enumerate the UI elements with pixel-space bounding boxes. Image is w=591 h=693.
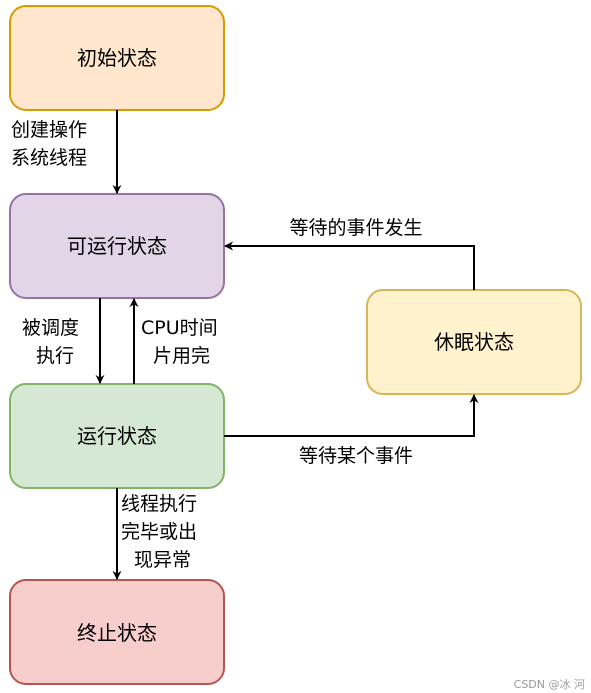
- node-terminated-box: [9, 579, 225, 685]
- watermark: CSDN @冰 河: [514, 678, 585, 691]
- edge-scheduled-line-2: 执行: [36, 345, 74, 367]
- node-running-label: 运行状态: [77, 424, 157, 448]
- node-running: 运行状态: [9, 383, 225, 489]
- edge-finish-line-1: 线程执行: [121, 493, 197, 515]
- edge-wait-event-label: 等待某个事件: [299, 445, 413, 467]
- node-sleeping-label: 休眠状态: [434, 330, 514, 354]
- node-initial-label: 初始状态: [77, 46, 157, 70]
- node-initial: 初始状态: [9, 5, 225, 111]
- edge-create-line-1: 创建操作: [11, 119, 87, 141]
- edge-wait-event: [224, 394, 479, 437]
- edge-cpu-timeout-line-2: 片用完: [153, 345, 210, 367]
- node-runnable-label: 可运行状态: [67, 234, 167, 258]
- edge-cpu-timeout-line-1: CPU时间: [141, 317, 218, 339]
- edge-cpu-timeout-label: CPU时间 片用完: [141, 317, 224, 367]
- node-sleeping: 休眠状态: [366, 289, 582, 395]
- edge-scheduled-label: 被调度 执行: [22, 317, 85, 367]
- edge-finish-line-2: 完毕或出: [121, 521, 197, 543]
- edge-create-line-2: 系统线程: [11, 147, 87, 169]
- edge-finish-label: 线程执行 完毕或出 现异常: [121, 493, 203, 571]
- edge-scheduled-line-1: 被调度: [22, 317, 79, 339]
- edge-event-occurs: [224, 241, 475, 290]
- node-terminated-label: 终止状态: [77, 621, 157, 645]
- edge-event-occurs-label: 等待的事件发生: [289, 217, 422, 239]
- node-runnable: 可运行状态: [9, 193, 225, 299]
- node-runnable-box: [9, 193, 225, 299]
- edge-create-label: 创建操作 系统线程: [11, 119, 93, 169]
- node-terminated: 终止状态: [9, 579, 225, 685]
- edge-finish-line-3: 现异常: [134, 549, 191, 571]
